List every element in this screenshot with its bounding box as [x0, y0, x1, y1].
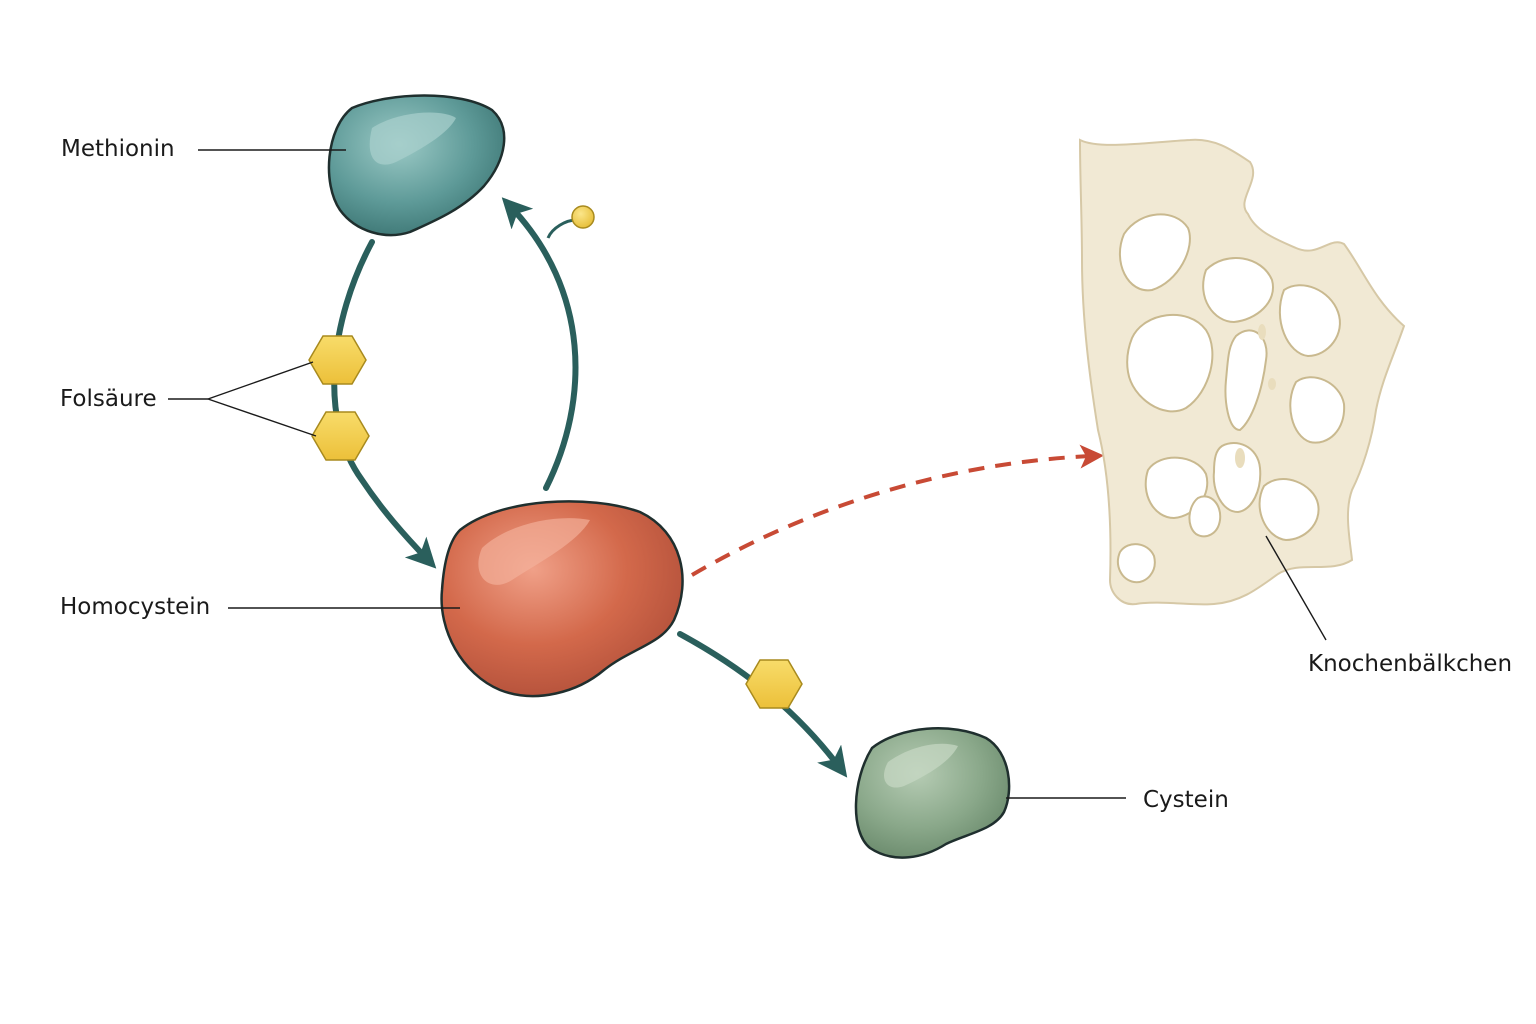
arrow-homocystein-to-methionin [501, 197, 579, 491]
methyl-group-icon [546, 205, 595, 239]
label-folsaeure: Folsäure [60, 386, 157, 412]
label-methionin: Methionin [61, 136, 175, 162]
knochen-leader [1265, 535, 1327, 641]
folsaeure-leader-branch-1 [207, 361, 314, 400]
folsaeure-hexagon-1 [308, 335, 367, 385]
arrow-methionin-to-homocystein [331, 239, 437, 569]
arrow-homocystein-to-knochen [690, 444, 1104, 577]
folsaeure-leader-branch-2 [207, 398, 317, 437]
folsaeure-hexagon-2 [311, 411, 370, 461]
label-knochenbaelkchen: Knochenbälkchen [1308, 651, 1512, 677]
label-cystein: Cystein [1143, 787, 1229, 813]
label-homocystein: Homocystein [60, 594, 210, 620]
cofactor-hexagon-3 [745, 659, 803, 709]
bone-trabeculae-illustration [1078, 138, 1406, 606]
